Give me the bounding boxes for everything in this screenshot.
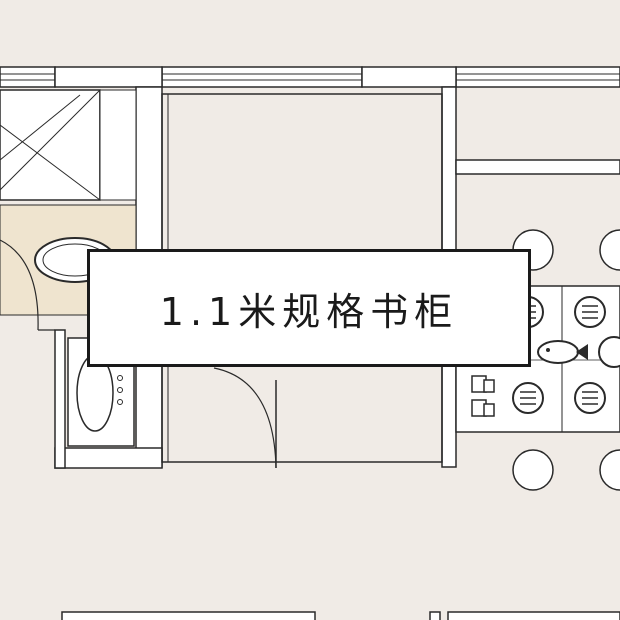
- wall-bathroom-bottom: [54, 447, 163, 469]
- top-window-center: [161, 66, 363, 88]
- bookshelf-label-box: 1.1米规格书柜: [87, 249, 531, 367]
- bottom-furniture-right: [429, 611, 620, 620]
- seasoning-bottles-icon: [471, 375, 495, 417]
- bookshelf-label: 1.1米规格书柜: [159, 289, 459, 334]
- bathroom-door-arc: [0, 239, 39, 331]
- bottom-furniture-left: [61, 611, 316, 620]
- shower-area: [0, 89, 101, 201]
- top-window-left: [0, 66, 56, 88]
- wall-pillar-left: [54, 66, 163, 88]
- dining-chairs: [512, 229, 620, 491]
- top-window-right: [455, 66, 620, 88]
- shower-ledge: [99, 89, 137, 201]
- bedroom-door: [213, 367, 277, 469]
- wall-bathroom-left: [54, 329, 66, 469]
- fish-icon: [537, 340, 588, 364]
- wall-pillar-right: [361, 66, 457, 88]
- wall-right-horizontal: [455, 159, 620, 175]
